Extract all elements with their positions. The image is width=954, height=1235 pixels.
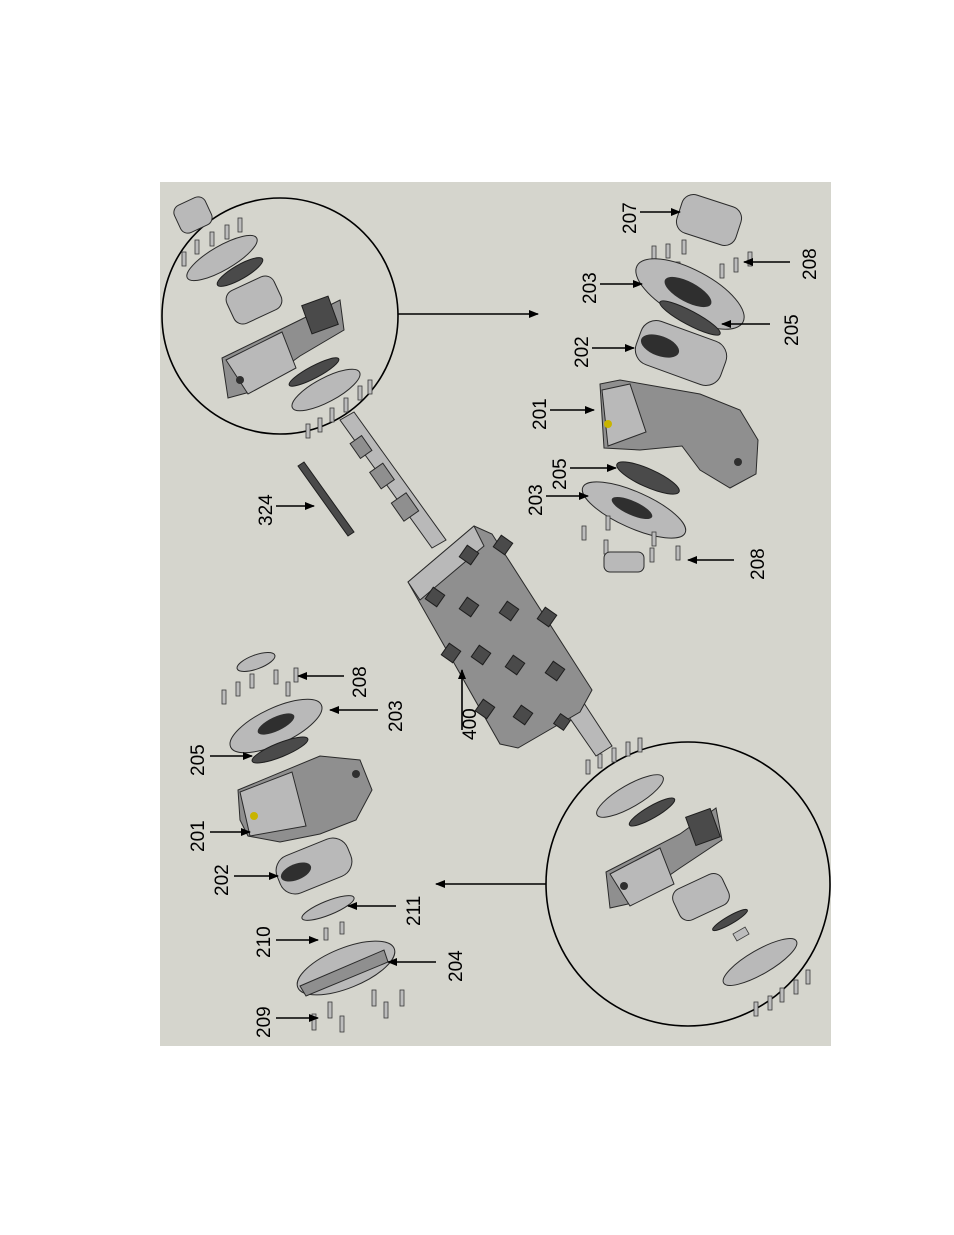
label-208-low: 208 bbox=[350, 666, 371, 698]
label-205-top: 205 bbox=[782, 314, 803, 346]
label-202-low: 202 bbox=[212, 864, 233, 896]
label-205-low: 205 bbox=[188, 744, 209, 776]
label-400: 400 bbox=[460, 708, 481, 740]
label-210: 210 bbox=[254, 926, 275, 958]
label-201-low: 201 bbox=[188, 820, 209, 852]
label-203-mid: 203 bbox=[526, 484, 547, 516]
label-205-mid: 205 bbox=[550, 458, 571, 490]
label-201-top: 201 bbox=[530, 398, 551, 430]
label-202-top: 202 bbox=[572, 336, 593, 368]
grease-fitting-icon-2 bbox=[250, 812, 258, 820]
grease-fitting-icon bbox=[604, 420, 612, 428]
label-207: 207 bbox=[620, 202, 641, 234]
label-211: 211 bbox=[404, 896, 425, 926]
label-208-mid: 208 bbox=[748, 548, 769, 580]
label-324: 324 bbox=[256, 494, 277, 526]
label-203-top: 203 bbox=[580, 272, 601, 304]
label-203-low: 203 bbox=[386, 700, 407, 732]
label-208-top: 208 bbox=[800, 248, 821, 280]
label-209: 209 bbox=[254, 1006, 275, 1038]
label-204: 204 bbox=[446, 950, 467, 982]
